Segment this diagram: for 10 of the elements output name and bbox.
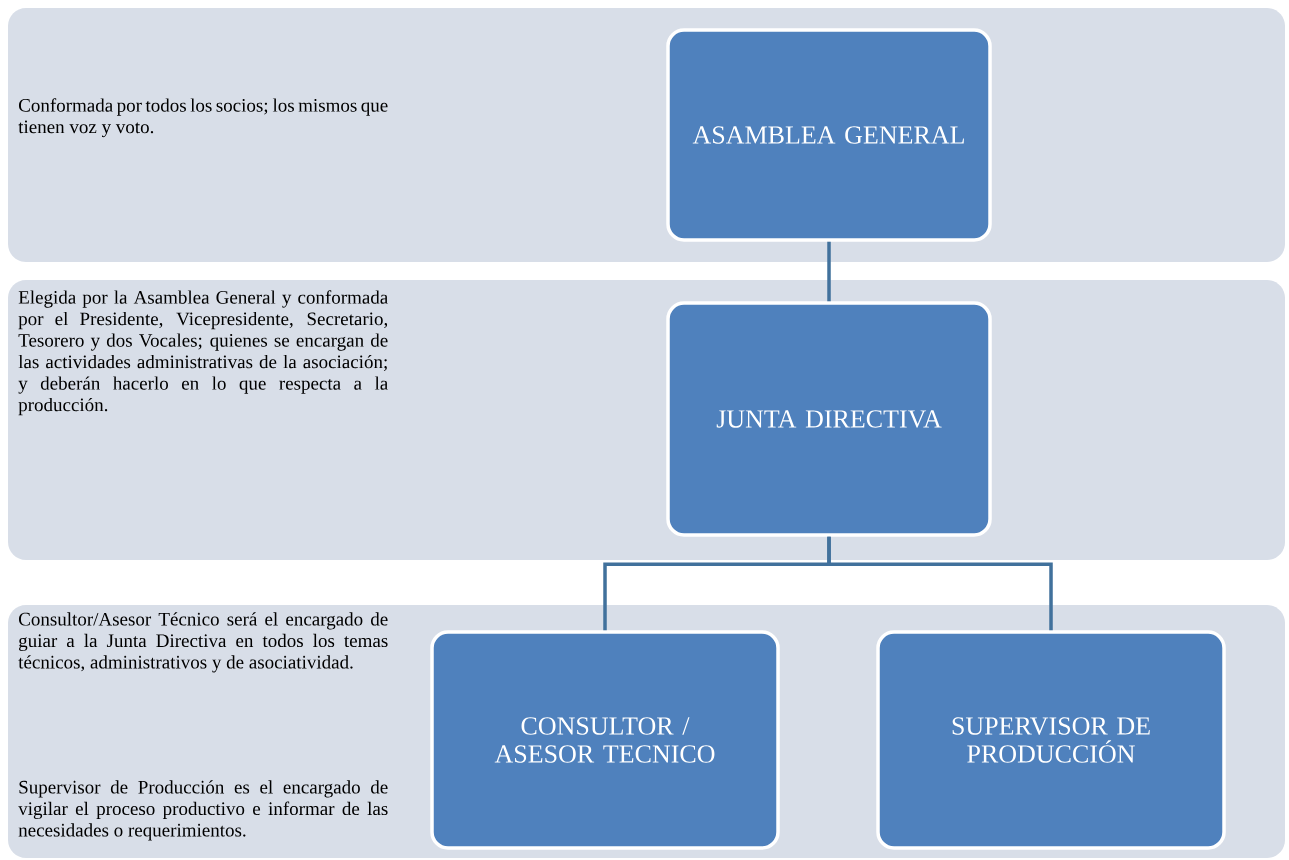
org-box: SUPERVISOR DE PRODUCCIÓN <box>876 630 1226 850</box>
org-box: CONSULTOR / ASESOR TECNICO <box>430 630 780 850</box>
org-box: JUNTA DIRECTIVA <box>666 301 992 537</box>
org-box: ASAMBLEA GENERAL <box>666 28 992 242</box>
description-text: Conformada por todos los socios; los mismos que tienen voz y voto. <box>18 98 388 138</box>
description-text: Consultor/Asesor Técnico será el encargado de guiar a la Junta Directiva en todos los temas técnicos, administrativos y de asociatividad. <box>18 612 388 673</box>
description-text: Supervisor de Producción es el encargado de vigilar el proceso productivo e informar de las necesidades o requerimientos. <box>18 780 388 841</box>
description-text: Elegida por la Asamblea General y conformada por el Presidente, Vicepresidente, Secretario, Tesorero y dos Vocales; quienes se encargan de las actividades administrativas de la asociación; y deberán hacerlo en lo que respecta a la producción. <box>18 290 388 416</box>
connector-line <box>827 241 831 302</box>
connector-line <box>827 536 1053 631</box>
